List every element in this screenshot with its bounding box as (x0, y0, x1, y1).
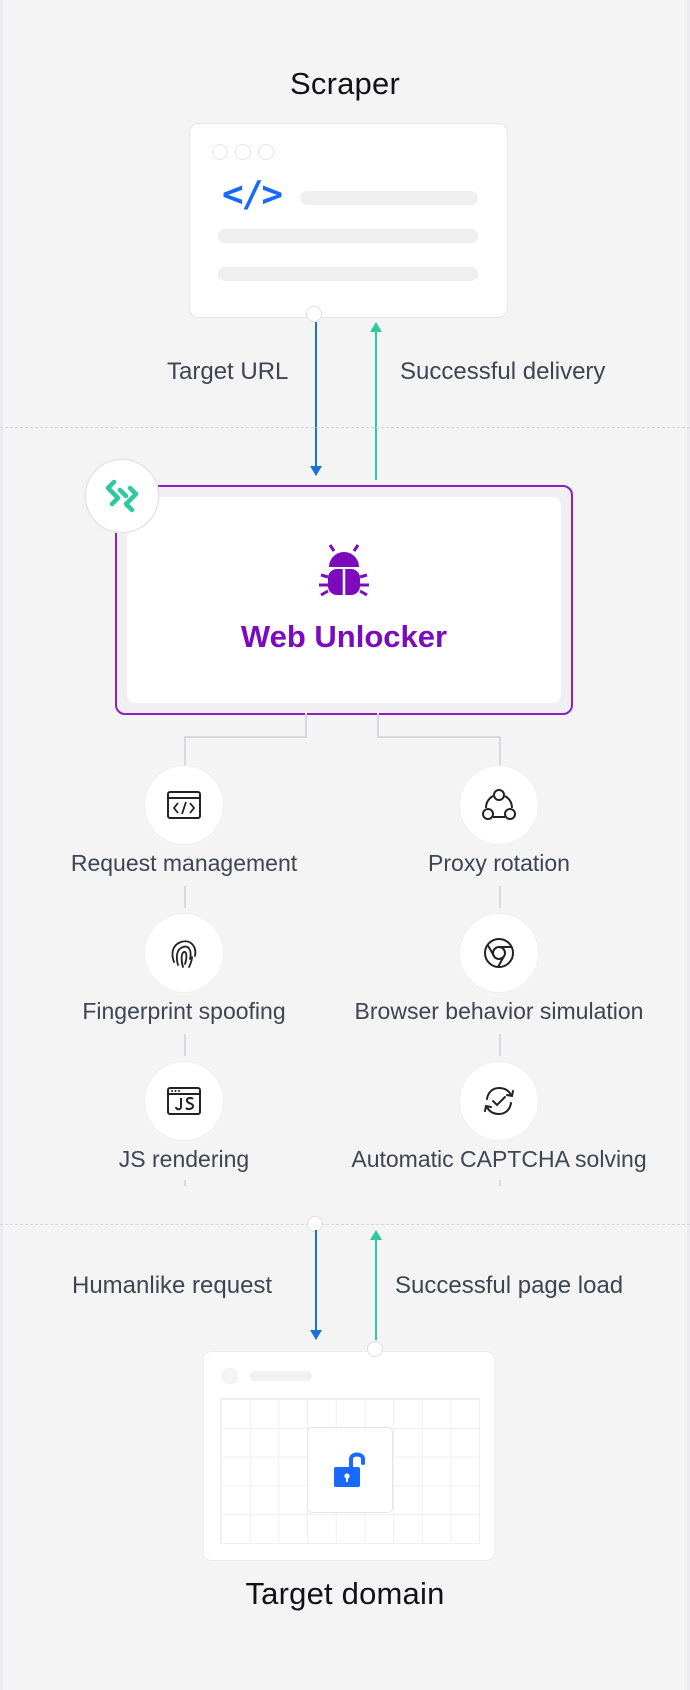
proxy-rotation-icon-circle (460, 766, 538, 844)
captcha-refresh-icon (484, 1086, 514, 1116)
target-domain-window (203, 1351, 495, 1561)
request-management-icon-circle (145, 766, 223, 844)
target-url-label: Target URL (167, 358, 289, 385)
connector-line (377, 713, 379, 736)
connector-node (367, 1341, 383, 1357)
left-edge (0, 0, 3, 1690)
connector-line (305, 713, 307, 736)
js-rendering-icon-circle (145, 1062, 223, 1140)
scraper-window: </> (189, 123, 508, 318)
connector-line (184, 886, 186, 908)
browser-behavior-simulation-label: Browser behavior simulation (354, 998, 644, 1024)
brand-badge (86, 460, 158, 532)
fingerprint-icon-circle (145, 914, 223, 992)
successful-delivery-label: Successful delivery (400, 358, 606, 385)
window-dot (235, 144, 251, 160)
code-window-icon (167, 791, 201, 819)
proxy-rotation-label: Proxy rotation (428, 850, 570, 876)
target-domain-title: Target domain (245, 1576, 445, 1611)
window-dot (212, 144, 228, 160)
connector-line (499, 886, 501, 908)
up-arrowhead (370, 1230, 382, 1240)
unlock-tile (307, 1427, 393, 1513)
window-dot (222, 1368, 238, 1384)
humanlike-request-label: Humanlike request (72, 1272, 273, 1299)
bottom-flow-arrows (310, 1230, 382, 1340)
successful-page-load-label: Successful page load (395, 1272, 624, 1299)
placeholder-line (300, 191, 478, 205)
connector-line (184, 736, 307, 738)
connector-line (184, 1034, 186, 1056)
placeholder-line (250, 1371, 312, 1381)
network-rotation-icon (482, 789, 516, 820)
connector-node (306, 306, 322, 322)
bug-icon (319, 544, 369, 597)
web-unlocker-box: Web Unlocker (115, 485, 573, 715)
automatic-captcha-solving-label: Automatic CAPTCHA solving (351, 1146, 647, 1172)
window-dot (258, 144, 274, 160)
request-management-label: Request management (70, 850, 298, 876)
connector-line (184, 736, 186, 766)
fingerprint-icon (171, 940, 197, 968)
js-window-icon (167, 1087, 201, 1115)
js-rendering-label: JS rendering (118, 1146, 250, 1172)
scraper-title: Scraper (290, 66, 400, 101)
connector-line (499, 1180, 501, 1186)
down-arrowhead (310, 1330, 322, 1340)
connector-line (377, 736, 501, 738)
unlocked-padlock-icon (334, 1452, 365, 1487)
top-flow-arrows (310, 322, 382, 480)
captcha-icon-circle (460, 1062, 538, 1140)
connector-line (499, 736, 501, 766)
web-unlocker-title: Web Unlocker (240, 619, 448, 654)
connector-line (184, 1180, 186, 1186)
section-divider (0, 427, 690, 428)
code-icon: </> (222, 174, 283, 215)
chrome-icon (484, 938, 514, 968)
right-edge (687, 0, 690, 1690)
section-divider (0, 1224, 690, 1225)
placeholder-line (218, 229, 478, 243)
down-arrowhead (310, 466, 322, 476)
browser-simulation-icon-circle (460, 914, 538, 992)
connector-line (499, 1034, 501, 1056)
fingerprint-spoofing-label: Fingerprint spoofing (82, 998, 286, 1024)
up-arrowhead (370, 322, 382, 332)
brightdata-logo-icon (105, 479, 139, 513)
placeholder-line (218, 267, 478, 281)
web-unlocker-inner: Web Unlocker (127, 497, 561, 703)
